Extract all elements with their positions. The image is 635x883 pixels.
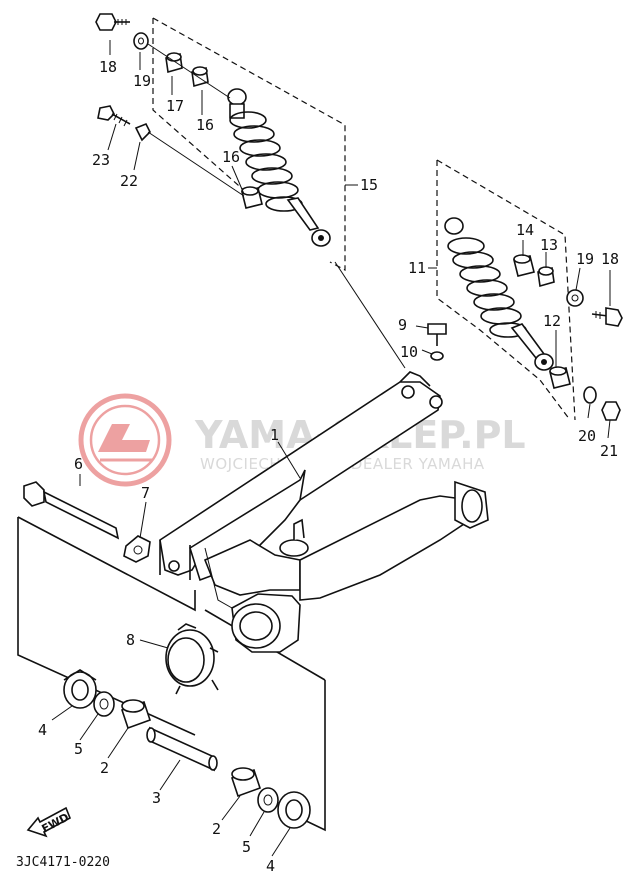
shock-absorber-right-group-boundary [428,159,576,421]
callout-19-right: 19 [576,250,594,268]
callout-5-left: 5 [74,740,83,758]
callout-10: 10 [400,343,418,361]
swingarm [159,261,489,653]
washer-22 [134,122,151,142]
callout-11: 11 [408,259,426,277]
washer-10 [430,351,444,361]
washer-19-right [566,289,584,307]
callout-22: 22 [120,172,138,190]
callout-16-lower: 16 [222,148,240,166]
dust-cover-8 [165,623,219,695]
bolt-18-left [95,13,130,31]
shock-absorber-left [227,88,331,247]
callout-17: 17 [166,97,184,115]
callout-23: 23 [92,151,110,169]
callout-13: 13 [540,236,558,254]
bolt-23 [97,105,131,127]
washer-5-right [257,787,279,813]
bolt-18-right [591,307,623,327]
callout-leaders [51,40,611,857]
nut-21 [601,401,621,421]
collar-3 [146,726,218,772]
callout-3: 3 [152,789,161,807]
callout-18-right: 18 [601,250,619,268]
callout-6: 6 [74,455,83,473]
callout-19-left: 19 [133,72,151,90]
seal-4-left [63,669,97,709]
watermark-logo-icon [78,393,172,487]
callout-9: 9 [398,316,407,334]
bushing-12 [549,366,571,389]
bushing-16-lower [241,186,263,209]
callout-21: 21 [600,442,618,460]
bushing-16-top [191,66,209,88]
callout-18-left: 18 [99,58,117,76]
diagram-code: 3JC4171-0220 [16,855,110,870]
pivot-shaft [23,481,120,540]
bolt-9 [427,323,447,346]
callout-labels: 18 19 17 16 23 22 16 15 14 13 19 18 11 1… [38,58,619,875]
callout-2-right: 2 [212,820,221,838]
bushing-14 [513,254,535,277]
callout-15: 15 [360,176,378,194]
callout-5-right: 5 [242,838,251,856]
bushing-2-left [120,699,152,730]
callout-12: 12 [543,312,561,330]
callout-4-right: 4 [266,857,275,875]
washer-20 [583,386,597,404]
callout-1: 1 [270,426,279,444]
seal-4-right [277,791,311,829]
washer-5-left [93,691,115,717]
bushing-2-right [230,767,262,798]
forward-direction-arrow-icon: FWD [26,806,71,838]
collar-13 [537,266,555,288]
callout-16-top: 16 [196,116,214,134]
callout-14: 14 [516,221,534,239]
nut-7 [123,535,151,563]
washer-19-left [133,32,149,50]
callout-20: 20 [578,427,596,445]
leader-lines-left-shock [147,43,245,197]
callout-8: 8 [126,631,135,649]
callout-7: 7 [141,484,150,502]
shock-absorber-right [444,217,554,371]
collar-17 [165,52,183,74]
callout-2-left: 2 [100,759,109,777]
callout-4-left: 4 [38,721,47,739]
